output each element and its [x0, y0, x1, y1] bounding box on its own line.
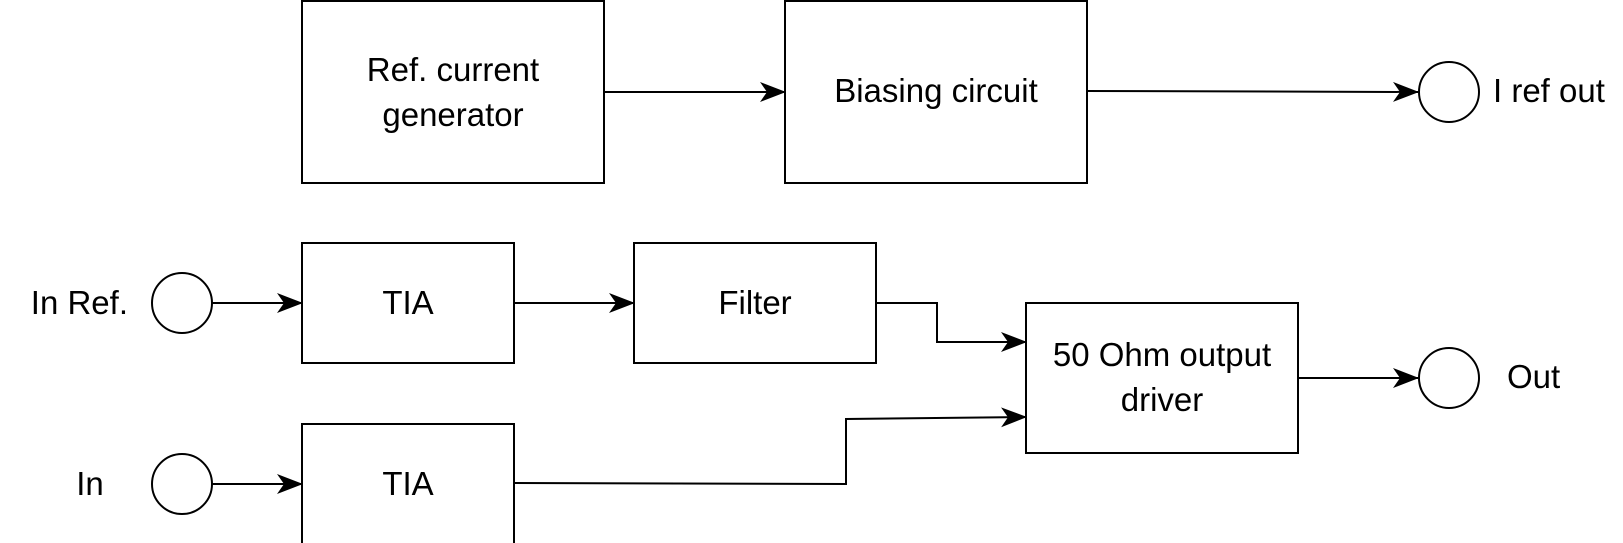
output-driver-block[interactable]: 50 Ohm output driver	[1025, 302, 1299, 454]
in-port[interactable]	[151, 453, 213, 515]
tia-in-block[interactable]: TIA	[301, 423, 515, 543]
tia-in-label: TIA	[382, 465, 433, 502]
i-ref-out-port[interactable]	[1418, 61, 1480, 123]
wire-biasing-to-iref-out	[1086, 81, 1419, 102]
output-driver-label-line2: driver	[1121, 381, 1204, 418]
in-ref-port[interactable]	[151, 272, 213, 334]
filter-label: Filter	[718, 284, 791, 321]
ref-current-generator-label-line2: generator	[382, 96, 523, 133]
wire-tia-to-driver	[513, 407, 1027, 486]
biasing-circuit-label: Biasing circuit	[834, 72, 1038, 109]
biasing-circuit-block[interactable]: Biasing circuit	[784, 0, 1088, 184]
out-label: Out	[1507, 358, 1560, 395]
in-ref-label: In Ref.	[31, 284, 128, 321]
wire-filter-to-driver	[876, 302, 1027, 352]
in-label: In	[76, 465, 104, 502]
ref-current-generator-label-line1: Ref. current	[367, 51, 539, 88]
output-driver-label-line1: 50 Ohm output	[1053, 336, 1271, 373]
out-port[interactable]	[1418, 347, 1480, 409]
i-ref-out-label: I ref out	[1493, 72, 1605, 109]
ref-current-generator-block[interactable]: Ref. current generator	[301, 0, 605, 184]
tia-ref-block[interactable]: TIA	[301, 242, 515, 364]
filter-block[interactable]: Filter	[633, 242, 877, 364]
tia-ref-label: TIA	[382, 284, 433, 321]
